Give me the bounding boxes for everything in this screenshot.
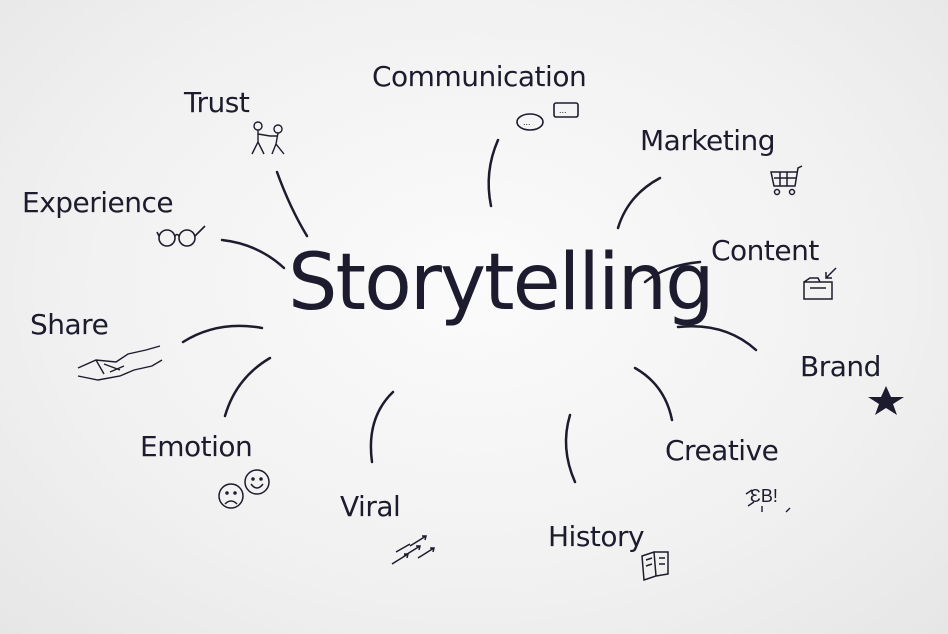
branch-creative: Creative (665, 434, 779, 467)
branch-experience: Experience (22, 186, 174, 219)
line-communication (487, 138, 500, 208)
branch-emotion: Emotion (140, 430, 253, 463)
star-icon (868, 386, 904, 415)
line-content (643, 260, 702, 284)
handshake-people-icon (251, 121, 285, 155)
line-viral (369, 390, 395, 464)
svg-text:ƐB!: ƐB! (750, 486, 778, 506)
arrows-icon (391, 535, 435, 565)
shopping-cart-icon (770, 165, 803, 196)
smiley-faces-icon (218, 469, 270, 509)
branch-share: Share (30, 308, 109, 341)
svg-text:...: ... (559, 105, 567, 115)
line-brand (676, 325, 758, 352)
branch-trust: Trust (184, 86, 250, 119)
folder-download-icon (803, 267, 837, 300)
branch-viral: Viral (340, 490, 401, 523)
line-emotion (223, 356, 272, 418)
branch-communication: Communication (372, 60, 587, 93)
line-share (181, 324, 264, 344)
line-history (564, 413, 577, 484)
glasses-icon (156, 225, 206, 247)
branch-content: Content (711, 234, 819, 267)
handshake-icon (77, 345, 163, 381)
line-experience (220, 238, 286, 270)
speech-bubbles-icon: ... ... (516, 102, 579, 131)
sparkle-doodle-icon: ƐB! (745, 486, 791, 513)
line-creative (633, 366, 674, 422)
svg-text:...: ... (523, 117, 531, 127)
branch-brand: Brand (800, 350, 881, 383)
line-trust (275, 170, 309, 238)
central-topic: Storytelling (288, 238, 715, 328)
branch-history: History (548, 520, 645, 553)
book-icon (641, 550, 669, 582)
branch-marketing: Marketing (640, 124, 776, 157)
line-marketing (616, 176, 662, 230)
